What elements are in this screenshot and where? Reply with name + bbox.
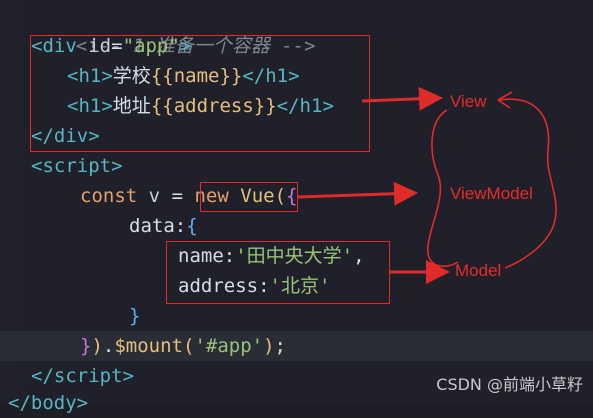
id-value: "app" bbox=[122, 35, 180, 57]
h1-text: 地址 bbox=[112, 95, 151, 117]
tag-bracket: < bbox=[31, 35, 43, 57]
tag-bracket: < bbox=[31, 155, 43, 177]
model-highlight-box bbox=[166, 241, 390, 304]
open-brace: { bbox=[286, 185, 298, 207]
open-paren: ( bbox=[274, 185, 287, 207]
mustache-expression: {{name}} bbox=[150, 65, 243, 87]
tag-bracket: < bbox=[67, 95, 79, 117]
html-comment: <!-- 1.准备一个容器 --> bbox=[75, 35, 316, 57]
tag-bracket: > bbox=[101, 65, 113, 87]
code-line-mount: }).$mount('#app'); bbox=[80, 331, 286, 361]
h1-tag-name: h1 bbox=[265, 65, 289, 87]
name-value: '田中央大学' bbox=[235, 245, 354, 267]
view-label: View bbox=[450, 92, 487, 111]
open-brace: { bbox=[186, 215, 198, 237]
tag-bracket: </ bbox=[276, 95, 300, 117]
data-key: data bbox=[129, 215, 175, 237]
code-line-name: name:'田中央大学', bbox=[178, 241, 365, 271]
close-brace: } bbox=[80, 335, 92, 357]
h1-tag-name: h1 bbox=[299, 95, 323, 117]
address-key: address bbox=[178, 275, 259, 297]
tag-bracket: > bbox=[122, 365, 134, 387]
address-value: '北京' bbox=[269, 275, 331, 297]
editor-gutter bbox=[0, 0, 18, 404]
h1-tag-name: h1 bbox=[78, 65, 102, 87]
tag-bracket: > bbox=[288, 65, 300, 87]
code-line-script-open: <script> bbox=[31, 151, 123, 181]
open-paren: ( bbox=[183, 335, 195, 357]
tag-bracket: > bbox=[88, 125, 100, 147]
tag-bracket: </ bbox=[242, 65, 266, 87]
model-label: Model bbox=[455, 261, 502, 280]
mount-method: $mount bbox=[114, 335, 183, 357]
code-line-h1-school: <h1>学校{{name}}</h1> bbox=[67, 61, 300, 91]
code-line-div-close: </div> bbox=[31, 121, 100, 151]
tag-bracket: </ bbox=[31, 365, 54, 387]
close-paren: ) bbox=[91, 335, 103, 357]
assign-operator: = bbox=[171, 185, 184, 207]
code-line-const-vue: const v = new Vue({ bbox=[80, 181, 297, 211]
h1-tag-name: h1 bbox=[78, 95, 102, 117]
vue-constructor: Vue bbox=[240, 185, 275, 207]
viewmodel-highlight-box bbox=[200, 182, 298, 212]
tag-bracket: > bbox=[179, 35, 192, 57]
tag-bracket: </ bbox=[31, 125, 54, 147]
tag-bracket: > bbox=[76, 392, 89, 414]
id-attribute: id bbox=[88, 35, 112, 57]
code-line-close-brace: } bbox=[129, 301, 140, 331]
h1-text: 学校 bbox=[112, 65, 151, 87]
close-brace: } bbox=[129, 305, 141, 327]
dot: . bbox=[102, 335, 115, 357]
view-highlight-box bbox=[30, 35, 370, 152]
colon: : bbox=[174, 215, 187, 237]
colon: : bbox=[223, 245, 236, 267]
code-line-data: data:{ bbox=[129, 211, 198, 241]
mustache-expression: {{address}} bbox=[150, 95, 277, 117]
tag-bracket: > bbox=[322, 95, 334, 117]
div-tag-name: div bbox=[53, 125, 89, 147]
div-tag-name: div bbox=[42, 35, 77, 57]
colon: : bbox=[258, 275, 270, 297]
tag-bracket: > bbox=[111, 155, 123, 177]
mount-argument: '#app' bbox=[194, 335, 264, 357]
const-keyword: const bbox=[80, 185, 138, 207]
tag-bracket: < bbox=[67, 65, 79, 87]
script-tag-name: script bbox=[53, 365, 123, 387]
semicolon: ; bbox=[274, 335, 286, 357]
annotation-arrows bbox=[297, 86, 557, 284]
comma: , bbox=[353, 245, 365, 267]
current-line-highlight bbox=[0, 331, 593, 361]
name-key: name bbox=[178, 245, 224, 267]
variable-name: v bbox=[148, 185, 161, 207]
code-line-script-close: </script> bbox=[31, 361, 134, 391]
code-line-comment: <!-- 1.准备一个容器 --> bbox=[30, 1, 316, 57]
new-keyword: new bbox=[194, 185, 229, 207]
tag-bracket: > bbox=[101, 95, 113, 117]
script-tag-name: script bbox=[42, 155, 112, 177]
code-line-div-open: <div id="app"> bbox=[31, 31, 191, 61]
watermark: CSDN @前端小草籽 bbox=[436, 375, 583, 394]
code-line-address: address:'北京' bbox=[178, 271, 330, 301]
code-line-h1-address: <h1>地址{{address}}</h1> bbox=[67, 91, 334, 121]
equals-sign: = bbox=[111, 35, 123, 57]
viewmodel-label: ViewModel bbox=[450, 184, 533, 203]
close-paren: ) bbox=[263, 335, 275, 357]
